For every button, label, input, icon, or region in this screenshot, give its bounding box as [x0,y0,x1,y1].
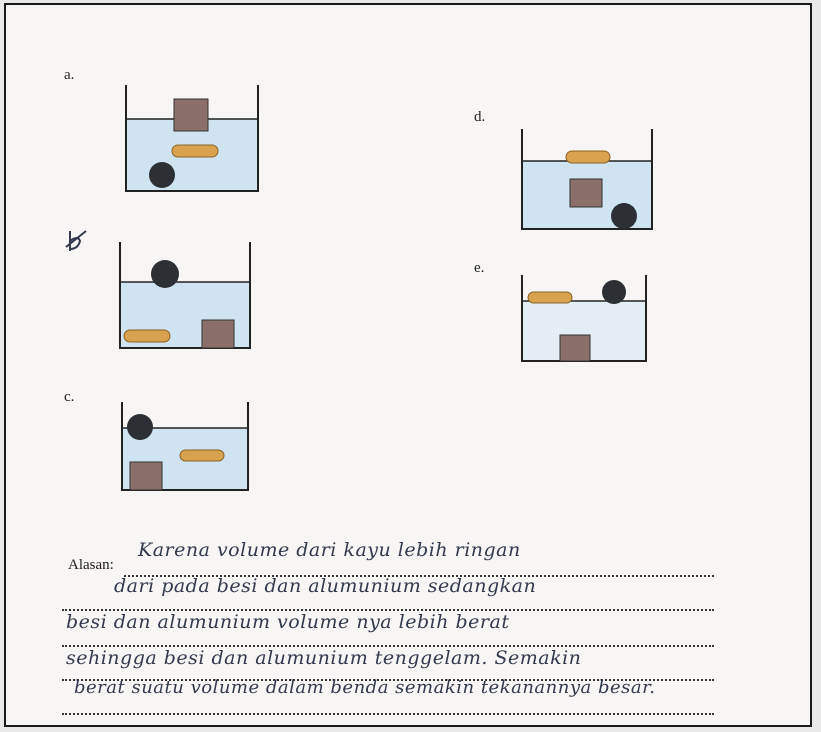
answer-rule-3 [62,645,714,647]
wood-piece [179,449,225,462]
aluminium-block [559,334,591,362]
reason-line-4: sehingga besi dan alumunium tenggelam. S… [66,647,582,669]
option-b-label: b. [62,227,92,261]
beaker-option-c [121,402,249,491]
option-e-label: e. [474,260,485,276]
wood-piece [123,329,171,343]
beaker-option-e [521,275,647,362]
iron-ball [611,203,637,229]
beaker-option-b [119,242,251,349]
answer-rule-1 [124,575,714,577]
option-d-label: d. [474,109,486,125]
reason-line-3: besi dan alumunium volume nya lebih bera… [66,611,510,633]
aluminium-block [569,178,603,208]
reason-line-2: dari pada besi dan alumunium sedangkan [114,575,537,597]
iron-ball [127,414,153,440]
wood-piece [527,291,573,304]
iron-ball [602,280,626,304]
wood-piece [171,144,219,158]
answer-rule-5 [62,713,714,715]
aluminium-block [201,319,235,349]
wood-piece [565,150,611,164]
aluminium-block [129,461,163,491]
worksheet-page: a. b. c. d. [4,3,812,727]
iron-ball [151,260,179,288]
reason-label: Alasan: [68,557,114,573]
beaker-option-d [521,129,653,230]
answer-rule-2 [62,609,714,611]
beaker-option-a [125,85,259,192]
reason-line-1: Karena volume dari kayu lebih ringan [138,539,521,561]
option-c-label: c. [64,389,75,405]
aluminium-block [173,98,209,132]
answer-rule-4 [62,679,714,681]
option-a-label: a. [64,67,75,83]
iron-ball [149,162,175,188]
reason-line-5: berat suatu volume dalam benda semakin t… [74,677,656,698]
crossed-b-mark [65,230,87,251]
